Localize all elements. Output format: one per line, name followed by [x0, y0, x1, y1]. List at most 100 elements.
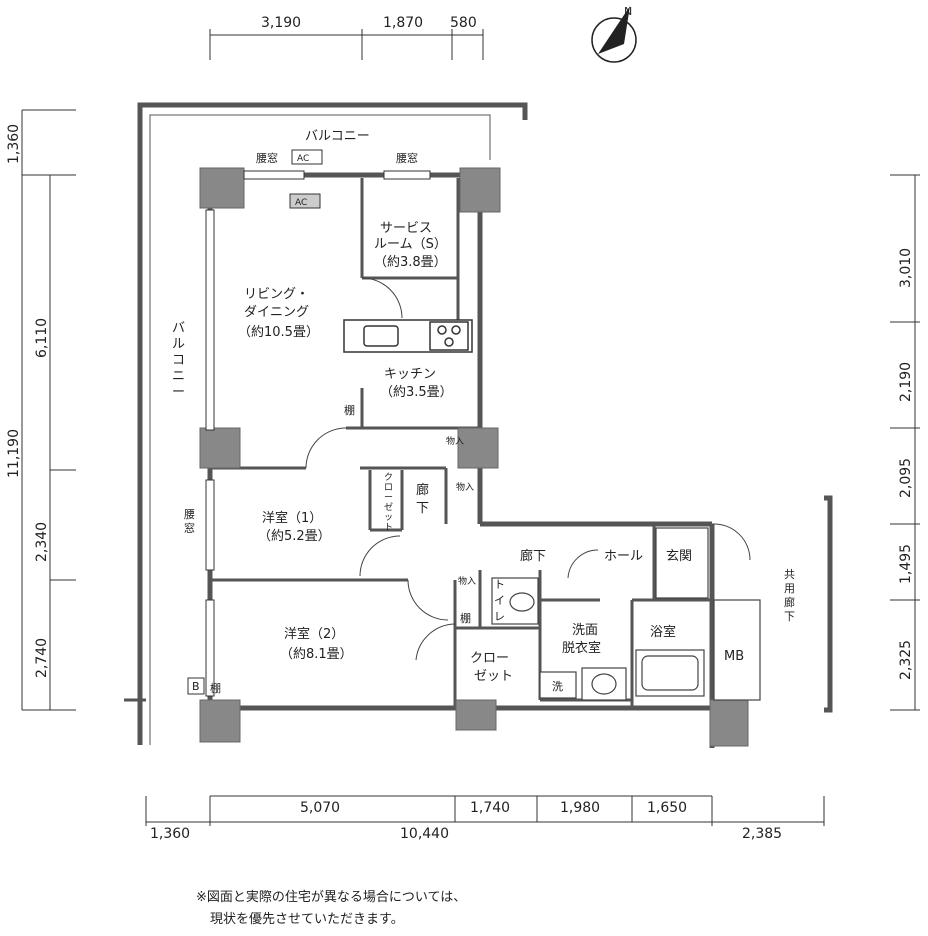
svg-text:脱衣室: 脱衣室 — [562, 640, 601, 656]
label-entrance: 玄関 — [666, 549, 692, 564]
svg-text:レ: レ — [494, 610, 505, 623]
svg-text:洋室（2）: 洋室（2） — [284, 626, 344, 642]
label-balcony-top: バルコニー — [305, 129, 370, 144]
dim-bottom-4: 1,650 — [647, 800, 687, 816]
svg-text:腰: 腰 — [184, 508, 195, 521]
compass-north-label: N — [624, 5, 632, 18]
dim-top-1: 3,190 — [261, 15, 301, 31]
label-western-room-2: 洋室（2） （約8.1畳） — [280, 626, 353, 662]
label-storage-2: 物入 — [456, 481, 474, 493]
balcony-outline — [124, 102, 528, 745]
label-living-dining: リビング・ ダイニング （約10.5畳） — [238, 287, 319, 340]
label-waist-window-right: 腰窓 — [396, 151, 418, 165]
dim-top-3: 580 — [450, 15, 477, 31]
label-hall: ホール — [604, 549, 643, 564]
svg-text:ルーム（S）: ルーム（S） — [374, 237, 447, 252]
svg-text:（約8.1畳）: （約8.1畳） — [280, 647, 353, 662]
dim-left-inner-2: 2,340 — [34, 522, 50, 562]
label-service-room: サービス ルーム（S） （約3.8畳） — [374, 221, 447, 270]
disclaimer-line-1: ※図面と実際の住宅が異なる場合については、 — [196, 890, 467, 905]
top-dimensions — [209, 29, 484, 60]
svg-text:AC: AC — [295, 198, 307, 208]
label-hallway-1: 廊 下 — [416, 482, 429, 516]
dim-bottom-5: 1,360 — [150, 826, 190, 842]
svg-text:ト: ト — [384, 523, 393, 533]
dim-bottom-7: 2,385 — [742, 826, 782, 842]
label-kitchen: キッチン （約3.5畳） — [380, 367, 453, 400]
windows — [205, 170, 431, 697]
label-bathroom: 浴室 — [650, 624, 676, 640]
doors — [305, 277, 751, 661]
svg-text:B: B — [192, 680, 200, 693]
disclaimer-line-2: 現状を優先させていただきます。 — [210, 912, 404, 927]
label-common-corridor: 共 用 廊 下 — [784, 568, 795, 623]
dim-top-2: 1,870 — [383, 15, 423, 31]
left-dimensions — [21, 109, 76, 711]
svg-text:洗面: 洗面 — [572, 623, 598, 638]
bottom-dimensions — [145, 795, 825, 826]
dim-left-inner-1: 6,110 — [34, 318, 50, 358]
svg-text:（約5.2畳）: （約5.2畳） — [258, 529, 331, 544]
label-shelf-kitchen: 棚 — [344, 403, 355, 417]
label-b-mark: B — [187, 677, 205, 695]
svg-text:用: 用 — [784, 582, 795, 595]
svg-text:ゼ: ゼ — [384, 501, 393, 513]
svg-text:イ: イ — [494, 594, 505, 607]
svg-text:廊: 廊 — [416, 482, 429, 498]
dim-bottom-6: 10,440 — [400, 826, 449, 842]
svg-text:サービス: サービス — [380, 221, 432, 236]
svg-text:ー: ー — [384, 493, 393, 503]
svg-text:（約3.8畳）: （約3.8畳） — [374, 255, 447, 270]
label-balcony-left: バ ル コ ニ ー — [172, 321, 185, 400]
svg-text:下: 下 — [416, 501, 429, 516]
svg-text:AC: AC — [297, 154, 309, 164]
label-meter-box: MB — [724, 649, 744, 664]
svg-text:ル: ル — [172, 337, 185, 352]
dim-left-outer-1: 1,360 — [6, 124, 22, 164]
svg-text:下: 下 — [784, 610, 795, 623]
svg-text:ニ: ニ — [172, 369, 185, 384]
common-corridor-bracket — [824, 495, 833, 713]
svg-text:洋室（1）: 洋室（1） — [262, 510, 322, 526]
svg-text:クロー: クロー — [470, 651, 509, 666]
svg-text:ト: ト — [494, 578, 505, 591]
dim-right-4: 1,495 — [898, 544, 914, 584]
compass-icon: N — [591, 5, 637, 63]
label-closet-large: クロー ゼット — [470, 651, 513, 684]
dim-left-outer-2: 11,190 — [6, 429, 22, 478]
label-closet-small: ク ロ ー ゼ ッ ト — [384, 472, 393, 533]
svg-text:廊: 廊 — [784, 595, 795, 609]
dim-right-3: 2,095 — [898, 458, 914, 498]
dim-right-5: 2,325 — [898, 640, 914, 680]
label-hallway-2: 廊下 — [520, 548, 546, 564]
label-storage-1: 物入 — [446, 435, 464, 447]
svg-text:（約10.5畳）: （約10.5畳） — [238, 325, 319, 340]
svg-text:コ: コ — [172, 353, 185, 368]
svg-text:窓: 窓 — [184, 521, 195, 535]
dim-bottom-3: 1,980 — [560, 800, 600, 816]
label-washer: 洗 — [552, 680, 563, 693]
label-shelf-room2: 棚 — [210, 681, 221, 695]
dim-left-inner-3: 2,740 — [34, 638, 50, 678]
dim-right-2: 2,190 — [898, 362, 914, 402]
fixtures — [491, 527, 761, 701]
svg-text:バ: バ — [172, 321, 185, 336]
ac-indoor-unit: AC — [289, 193, 321, 209]
svg-text:リビング・: リビング・ — [244, 287, 309, 302]
ac-outdoor-unit: AC — [291, 149, 323, 165]
svg-text:ゼット: ゼット — [474, 669, 513, 684]
dim-bottom-2: 1,740 — [470, 800, 510, 816]
label-western-room-1: 洋室（1） （約5.2畳） — [258, 510, 331, 544]
right-dimensions — [890, 174, 920, 711]
label-waist-window-side: 腰 窓 — [184, 508, 195, 535]
svg-text:共: 共 — [784, 568, 795, 581]
label-storage-3: 物入 — [458, 575, 476, 587]
svg-text:（約3.5畳）: （約3.5畳） — [380, 385, 453, 400]
dim-right-1: 3,010 — [898, 248, 914, 288]
svg-text:ロ: ロ — [384, 483, 393, 493]
columns — [199, 167, 749, 747]
svg-text:ク: ク — [384, 472, 393, 483]
label-waist-window-left: 腰窓 — [256, 151, 278, 165]
label-washroom: 洗面 脱衣室 — [562, 623, 601, 656]
svg-text:ダイニング: ダイニング — [244, 305, 309, 320]
